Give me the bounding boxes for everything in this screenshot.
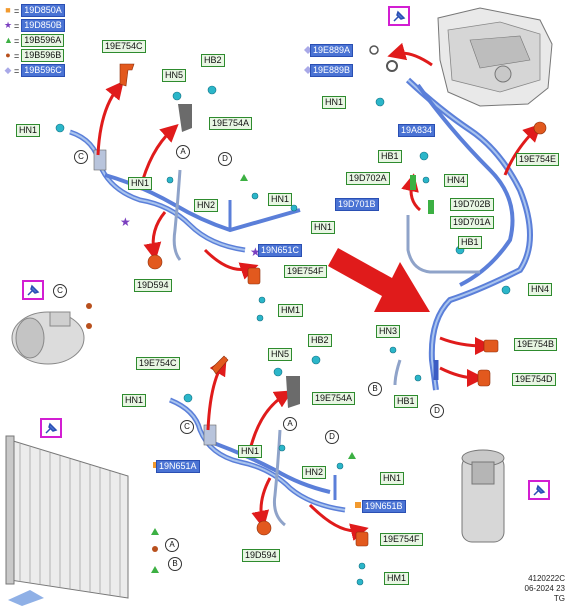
part-label-19n651a[interactable]: 19N651A	[156, 460, 200, 473]
pushpin-icon[interactable]	[528, 480, 550, 500]
cyan-fittings	[55, 85, 511, 586]
part-label-hn1[interactable]: HN1	[128, 177, 153, 190]
svg-text:★: ★	[250, 245, 261, 259]
part-label-19e754d[interactable]: 19E754D	[512, 373, 556, 386]
part-label-19e754a[interactable]: 19E754A	[209, 117, 253, 130]
part-label-19d594[interactable]: 19D594	[134, 279, 172, 292]
part-label-hb1[interactable]: HB1	[378, 150, 402, 163]
callout-a: A	[165, 538, 179, 552]
part-label-hn5[interactable]: HN5	[268, 348, 293, 361]
corner-arrow-icon	[8, 590, 44, 606]
red-callout-arrows	[96, 42, 542, 541]
legend-row-19d850a: ■ = 19D850A	[4, 4, 65, 17]
part-label-hn1[interactable]: HN1	[122, 394, 147, 407]
part-label-19e754e[interactable]: 19E754E	[516, 153, 560, 166]
legend-code[interactable]: 19B596B	[21, 49, 65, 62]
part-label-19d702b[interactable]: 19D702B	[450, 198, 494, 211]
diamond-icon: ◆	[4, 65, 12, 75]
part-label-hn1[interactable]: HN1	[322, 96, 347, 109]
part-label-hb1[interactable]: HB1	[394, 395, 418, 408]
dot-icon: ●	[5, 50, 11, 60]
part-label-hm1[interactable]: HM1	[278, 304, 304, 317]
part-label-19d594[interactable]: 19D594	[242, 549, 280, 562]
legend-row-19b596b: ● = 19B596B	[4, 49, 65, 62]
part-label-19n651c[interactable]: 19N651C	[258, 244, 303, 257]
pushpin-icon[interactable]	[22, 280, 44, 300]
callout-b: B	[168, 557, 182, 571]
upper-left-pipe-assembly	[69, 129, 301, 261]
part-label-19e754a[interactable]: 19E754A	[312, 392, 356, 405]
callout-d: D	[218, 152, 232, 166]
callout-c: C	[180, 420, 194, 434]
callout-a: A	[176, 145, 190, 159]
part-label-hn2[interactable]: HN2	[194, 199, 219, 212]
part-label-19a834[interactable]: 19A834	[398, 124, 436, 137]
part-label-hn1[interactable]: HN1	[238, 445, 263, 458]
part-label-hm1[interactable]: HM1	[384, 572, 410, 585]
part-label-19d702a[interactable]: 19D702A	[346, 172, 390, 185]
callout-b: B	[368, 382, 382, 396]
drawing-date: 06-2024 23	[524, 584, 565, 593]
pushpin-icon[interactable]	[388, 6, 410, 26]
legend-code[interactable]: 19D850A	[21, 4, 65, 17]
right-pipe-assembly	[393, 77, 533, 391]
part-label-19e754f[interactable]: 19E754F	[380, 533, 423, 546]
triangle-icon: ▲	[4, 35, 13, 45]
condenser-illustration	[5, 435, 129, 599]
lower-pipe-assembly	[169, 397, 346, 527]
drawing-number: 4120222C	[528, 574, 565, 583]
callout-c: C	[74, 150, 88, 164]
callout-d: D	[325, 430, 339, 444]
part-label-19e754f[interactable]: 19E754F	[284, 265, 327, 278]
part-label-hn4[interactable]: HN4	[444, 174, 469, 187]
part-label-19e889b[interactable]: 19E889B	[310, 64, 354, 77]
drawing-initials: TG	[553, 594, 565, 603]
part-label-hb2[interactable]: HB2	[308, 334, 332, 347]
receiver-drier-illustration	[461, 449, 505, 543]
part-label-19e754c[interactable]: 19E754C	[102, 40, 146, 53]
hvac-unit-illustration	[437, 7, 553, 107]
callout-a: A	[283, 417, 297, 431]
part-label-19e754c[interactable]: 19E754C	[136, 357, 180, 370]
large-red-arrow	[328, 248, 430, 312]
part-label-hb2[interactable]: HB2	[201, 54, 225, 67]
bracket-parts	[178, 104, 300, 408]
part-label-19d701a[interactable]: 19D701A	[450, 216, 494, 229]
part-label-hn5[interactable]: HN5	[162, 69, 187, 82]
legend-row-19b596a: ▲ = 19B596A	[4, 34, 65, 47]
part-label-hb1[interactable]: HB1	[458, 236, 482, 249]
square-icon: ■	[5, 5, 11, 15]
part-label-hn1[interactable]: HN1	[16, 124, 41, 137]
legend-code[interactable]: 19D850B	[21, 19, 65, 32]
part-label-19e889a[interactable]: 19E889A	[310, 44, 354, 57]
part-label-hn1[interactable]: HN1	[268, 193, 293, 206]
callout-d: D	[430, 404, 444, 418]
part-label-hn1[interactable]: HN1	[380, 472, 405, 485]
legend-row-19d850b: ★ = 19D850B	[4, 19, 65, 32]
pushpin-icon[interactable]	[40, 418, 62, 438]
part-label-19n651b[interactable]: 19N651B	[362, 500, 406, 513]
svg-text:★: ★	[120, 215, 131, 229]
legend-code[interactable]: 19B596A	[21, 34, 65, 47]
drawing-code: 4120222C 06-2024 23 TG	[525, 574, 565, 604]
part-label-19d701b[interactable]: 19D701B	[335, 198, 379, 211]
compressor-illustration	[11, 311, 85, 365]
part-label-19e754b[interactable]: 19E754B	[514, 338, 558, 351]
part-label-hn1[interactable]: HN1	[311, 221, 336, 234]
legend-code[interactable]: 19B596C	[21, 64, 65, 77]
star-icon: ★	[4, 20, 13, 30]
callout-c: C	[53, 284, 67, 298]
part-label-hn4[interactable]: HN4	[528, 283, 553, 296]
part-label-hn2[interactable]: HN2	[302, 466, 327, 479]
legend-row-19b596c: ◆ = 19B596C	[4, 64, 65, 77]
orange-parts	[119, 63, 547, 547]
part-label-hn3[interactable]: HN3	[376, 325, 401, 338]
